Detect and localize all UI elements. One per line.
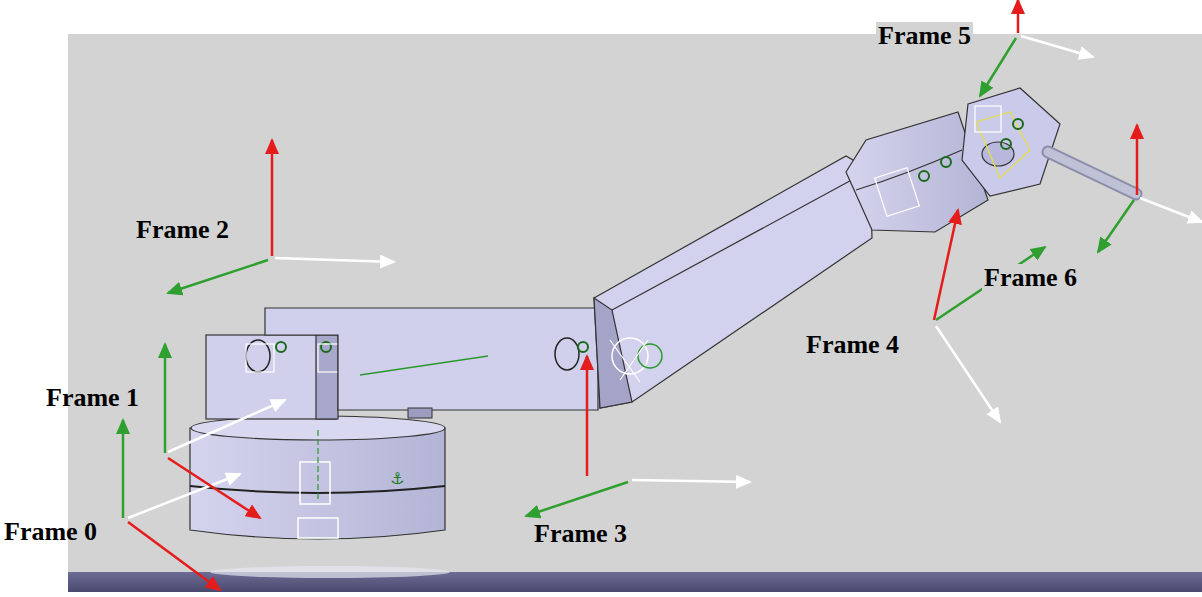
frame-axes — [123, 0, 1202, 590]
axis-arrow — [168, 260, 268, 293]
axis-arrow — [168, 458, 260, 518]
tool-rod-face — [1048, 152, 1136, 194]
floor-shadow — [210, 566, 450, 578]
frame-label: Frame 1 — [44, 384, 141, 412]
axis-arrow — [934, 210, 958, 320]
frame-label: Frame 2 — [134, 216, 231, 244]
frame-label: Frame 6 — [982, 264, 1079, 292]
frame-label: Frame 3 — [532, 520, 629, 548]
axis-arrow — [168, 400, 285, 452]
axis-arrow — [632, 480, 750, 482]
axis-arrow — [1136, 125, 1139, 195]
frame-label: Frame 5 — [876, 22, 973, 50]
tool-rod — [1048, 152, 1136, 194]
axis-arrow — [271, 140, 274, 256]
frame-label: Frame 4 — [804, 331, 901, 359]
axis-arrow — [980, 38, 1016, 96]
axis-arrow — [1017, 0, 1020, 33]
axis-arrow — [164, 344, 167, 453]
axis-arrow — [1140, 198, 1202, 222]
anchor-symbol: ⚓ — [390, 469, 404, 488]
axis-arrow — [122, 420, 125, 518]
axis-arrow — [936, 326, 1000, 422]
background-panel — [68, 34, 1202, 574]
wrist-head — [962, 88, 1060, 196]
axis-arrow — [526, 482, 628, 516]
axis-arrow — [275, 258, 394, 262]
axis-arrow — [586, 356, 589, 476]
frame-label: Frame 0 — [2, 518, 99, 546]
axis-arrow — [128, 474, 240, 518]
axis-arrow — [1098, 200, 1134, 252]
forearm-link — [594, 156, 872, 408]
axis-arrow — [128, 522, 220, 590]
axis-arrow — [1021, 36, 1093, 57]
upper-arm-link — [265, 308, 612, 418]
